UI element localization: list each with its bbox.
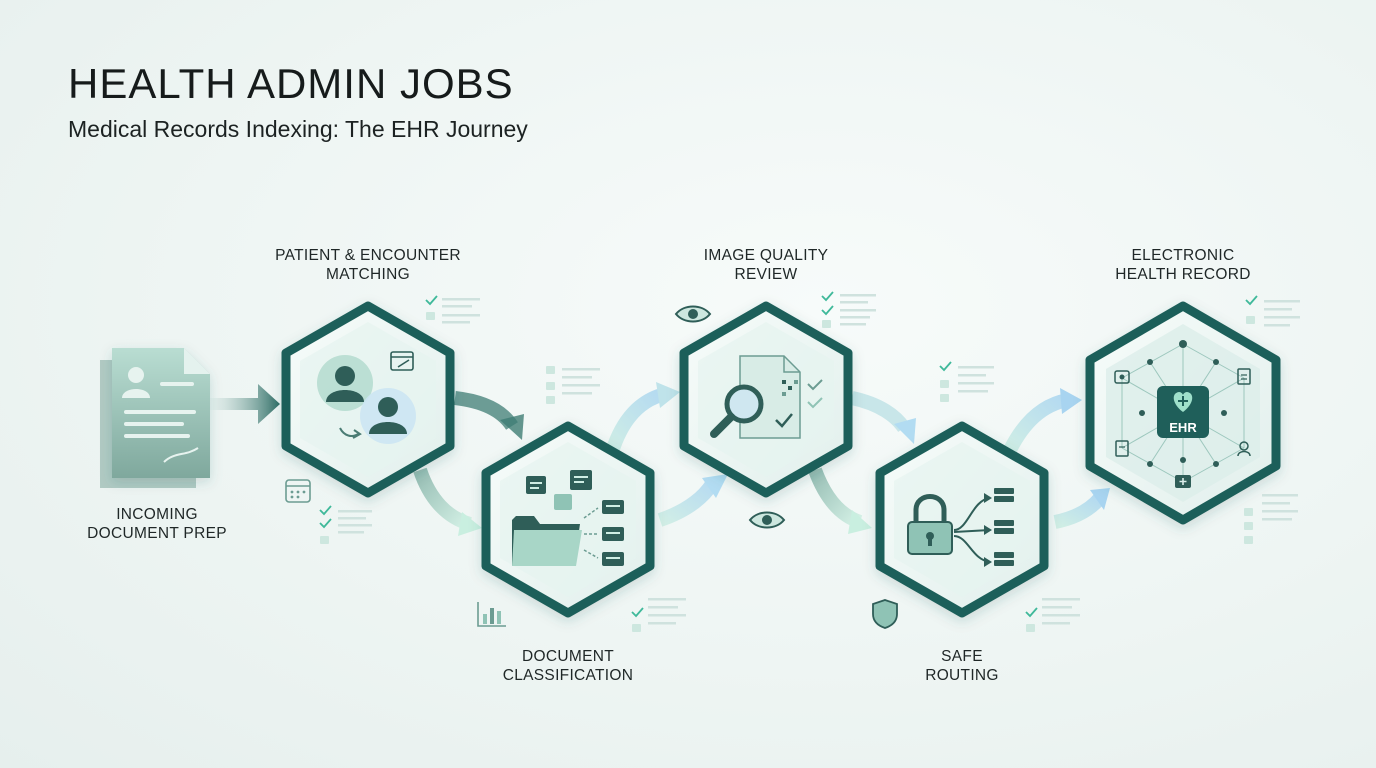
step-hexagon-safe-routing	[875, 421, 1049, 618]
step-hexagon-classification	[481, 421, 655, 618]
shield-icon	[872, 599, 898, 629]
folder-icon	[512, 470, 599, 566]
padlock-icon	[907, 494, 953, 555]
mini-folders-icon	[602, 500, 624, 566]
arrow-classification-to-review-lower	[657, 480, 718, 527]
arrow-routing-to-ehr-lower	[1053, 493, 1106, 529]
arrow-classification-to-review-upper	[605, 387, 667, 455]
checklist-9	[1244, 494, 1298, 544]
checklist-1	[425, 295, 480, 324]
routing-arrows-icon	[953, 493, 992, 567]
step-label-ehr: ELECTRONIC HEALTH RECORD	[1115, 247, 1251, 283]
arrow-prep-to-matching	[208, 384, 280, 424]
checklist-7	[631, 598, 686, 632]
magnifier-icon	[710, 384, 764, 438]
calendar-icon	[390, 351, 414, 371]
step-label-document-prep: INCOMING DOCUMENT PREP	[87, 506, 227, 542]
connector-arrows	[208, 382, 1110, 536]
eye-icon-lower	[748, 511, 786, 529]
checklist-3	[319, 505, 372, 544]
calendar-small-icon	[285, 479, 311, 503]
checklist-8	[1025, 598, 1080, 632]
step-hexagon-ehr: EHR	[1085, 301, 1281, 525]
node-icons	[1114, 368, 1251, 488]
ehr-badge-text: EHR	[1169, 420, 1197, 435]
checklist-6	[1245, 295, 1300, 327]
step-label-image-quality: IMAGE QUALITY REVIEW	[703, 247, 829, 283]
step-label-patient-matching: PATIENT & ENCOUNTER MATCHING	[275, 247, 461, 283]
ehr-badge: EHR	[1157, 386, 1209, 438]
bar-chart-icon	[477, 602, 506, 627]
incoming-document-icon	[100, 348, 210, 488]
eye-icon	[674, 305, 712, 323]
checklist-2	[546, 366, 600, 404]
page-title: HEALTH ADMIN JOBS	[68, 60, 514, 107]
network-nodes	[1139, 340, 1227, 467]
checklist-decoration	[319, 291, 1300, 632]
arrow-routing-to-ehr-upper	[1003, 393, 1070, 454]
server-stack-icon	[994, 488, 1014, 566]
page-subtitle: Medical Records Indexing: The EHR Journe…	[68, 116, 528, 142]
checklist-4	[821, 291, 876, 328]
checklist-5	[939, 361, 994, 402]
step-label-safe-routing: SAFE ROUTING	[925, 648, 999, 684]
step-hexagon-image-quality	[679, 301, 853, 498]
step-hexagon-matching	[281, 301, 455, 498]
patient-match-icon	[317, 355, 416, 444]
step-label-document-classification: DOCUMENT CLASSIFICATION	[502, 648, 634, 684]
